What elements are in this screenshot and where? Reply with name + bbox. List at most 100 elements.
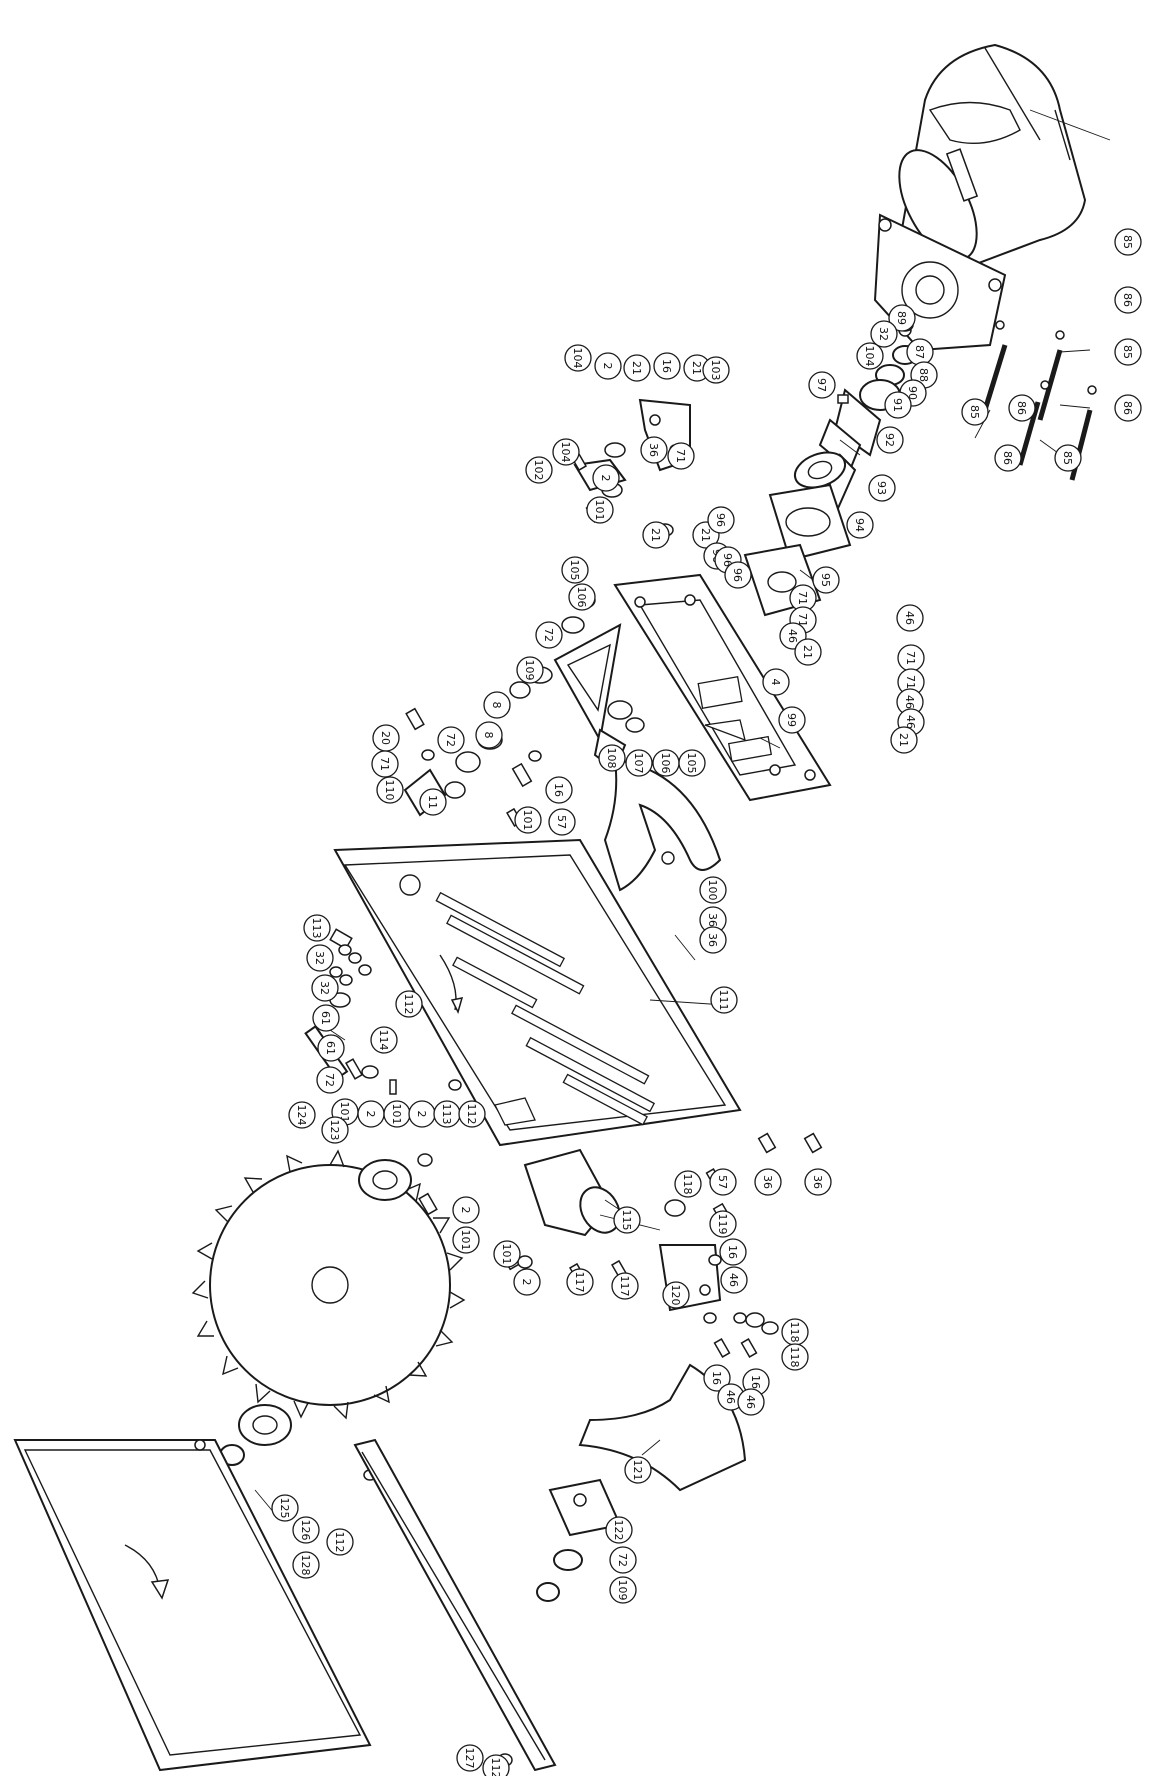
callout-circle: [271, 1494, 299, 1522]
callout-46: 46: [737, 1388, 765, 1416]
callout-circle: [303, 914, 331, 942]
callout-61: 61: [317, 1034, 345, 1062]
callout-16: 16: [703, 1364, 731, 1392]
callout-16: 16: [719, 1238, 747, 1266]
callout-circle: [598, 744, 626, 772]
callout-16: 16: [545, 776, 573, 804]
callout-11: 11: [419, 788, 447, 816]
callout-label: 46: [727, 1273, 740, 1287]
callout-circle: [1054, 444, 1082, 472]
callout-112: 112: [482, 1754, 510, 1776]
callout-circle: [605, 1516, 633, 1544]
callout-71: 71: [667, 442, 695, 470]
callout-circle: [419, 788, 447, 816]
callout-label: 61: [319, 1011, 332, 1025]
callout-circle: [611, 1272, 639, 1300]
callout-label: 101: [521, 810, 534, 831]
callout-115: 115: [613, 1206, 641, 1234]
callout-label: 91: [891, 398, 904, 412]
callout-72: 72: [535, 621, 563, 649]
callout-111: 111: [710, 986, 738, 1014]
callout-85: 85: [1114, 338, 1142, 366]
callout-label: 87: [913, 345, 926, 359]
callout-circle: [317, 1034, 345, 1062]
callout-circle: [642, 521, 670, 549]
callout-circle: [623, 354, 651, 382]
callout-label: 21: [801, 645, 814, 659]
blade-guard-cover: [13, 1439, 372, 1772]
callout-label: 46: [786, 629, 799, 643]
callout-circle: [456, 1744, 484, 1772]
callout-label: 16: [726, 1245, 739, 1259]
callout-circle: [710, 986, 738, 1014]
callout-57: 57: [548, 808, 576, 836]
callout-2: 2: [513, 1268, 541, 1296]
callout-label: 16: [552, 783, 565, 797]
callout-104: 104: [564, 344, 592, 372]
callout-108: 108: [598, 744, 626, 772]
callout-21: 21: [794, 638, 822, 666]
arbor-mount: [523, 1148, 627, 1282]
gearbox-plate: [613, 573, 832, 802]
callout-101: 101: [493, 1240, 521, 1268]
callout-label: 121: [631, 1460, 644, 1481]
callout-label: 20: [379, 731, 392, 745]
callout-89: 89: [888, 304, 916, 332]
callout-120: 120: [662, 1281, 690, 1309]
side-rail: [353, 1438, 557, 1772]
callout-circle: [699, 876, 727, 904]
callout-21: 21: [890, 726, 918, 754]
callout-circle: [1114, 338, 1142, 366]
callout-102: 102: [525, 456, 553, 484]
callout-circle: [702, 356, 730, 384]
callout-85: 85: [961, 398, 989, 426]
callout-71: 71: [897, 644, 925, 672]
callout-label: 128: [299, 1555, 312, 1576]
callout-circle: [592, 464, 620, 492]
callout-circle: [794, 638, 822, 666]
callout-101: 101: [586, 496, 614, 524]
callout-label: 120: [669, 1285, 682, 1306]
callout-97: 97: [808, 371, 836, 399]
callout-circle: [625, 749, 653, 777]
callout-label: 2: [520, 1279, 533, 1286]
callout-label: 71: [904, 675, 917, 689]
callout-label: 46: [904, 715, 917, 729]
callout-118: 118: [674, 1170, 702, 1198]
callout-label: 108: [605, 748, 618, 769]
callout-87: 87: [906, 338, 934, 366]
callout-circle: [640, 436, 668, 464]
callout-circle: [609, 1576, 637, 1604]
callout-21: 21: [642, 521, 670, 549]
callout-label: 93: [875, 481, 888, 495]
callout-circle: [961, 398, 989, 426]
callout-label: 89: [895, 311, 908, 325]
callout-72: 72: [437, 726, 465, 754]
motor-long-bolts: [982, 320, 1097, 481]
callout-21: 21: [623, 354, 651, 382]
callout-circle: [395, 990, 423, 1018]
callout-label: 124: [295, 1105, 308, 1126]
callout-label: 72: [542, 628, 555, 642]
callout-105: 105: [678, 749, 706, 777]
callout-label: 99: [785, 713, 798, 727]
callout-circle: [493, 1240, 521, 1268]
callout-label: 72: [616, 1553, 629, 1567]
callout-circle: [870, 320, 898, 348]
callout-circle: [1008, 394, 1036, 422]
callout-circle: [312, 1004, 340, 1032]
callout-label: 105: [568, 560, 581, 581]
callout-label: 85: [1061, 451, 1074, 465]
callout-label: 104: [559, 442, 572, 463]
callout-label: 16: [660, 359, 673, 373]
callout-label: 104: [571, 348, 584, 369]
callout-label: 100: [706, 880, 719, 901]
callout-label: 36: [706, 913, 719, 927]
callout-label: 71: [378, 757, 391, 771]
callout-label: 57: [716, 1175, 729, 1189]
callout-label: 105: [685, 753, 698, 774]
callout-label: 118: [788, 1322, 801, 1343]
callout-circle: [994, 444, 1022, 472]
callout-label: 21: [690, 361, 703, 375]
callout-117: 117: [566, 1268, 594, 1296]
